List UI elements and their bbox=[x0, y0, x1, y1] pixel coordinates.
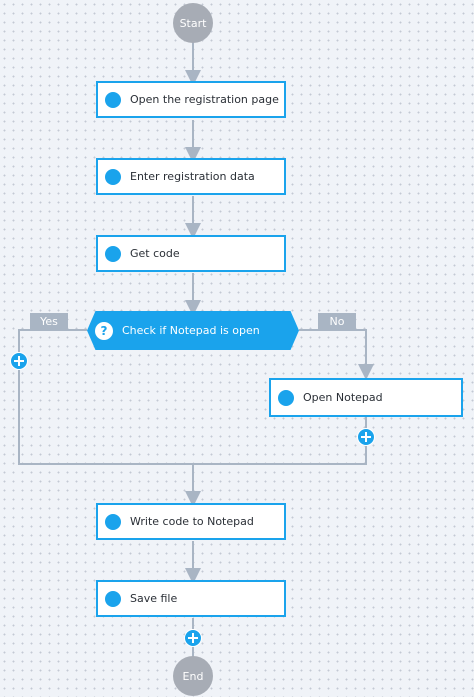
yes-branch-label: Yes bbox=[30, 313, 68, 330]
no-branch-label: No bbox=[318, 313, 356, 330]
step-save-file[interactable]: Save file bbox=[96, 580, 286, 617]
step-open-registration-page[interactable]: Open the registration page bbox=[96, 81, 286, 118]
add-step-no-branch-button[interactable] bbox=[357, 428, 375, 446]
step-label: Open the registration page bbox=[130, 93, 279, 106]
connector-yes-branch bbox=[18, 329, 193, 465]
step-write-code-to-notepad[interactable]: Write code to Notepad bbox=[96, 503, 286, 540]
step-status-icon bbox=[105, 168, 121, 185]
step-label: Enter registration data bbox=[130, 170, 255, 183]
start-node: Start bbox=[173, 3, 213, 43]
add-step-end-button[interactable] bbox=[184, 629, 202, 647]
connector-notepad-merge bbox=[193, 417, 367, 465]
step-status-icon bbox=[105, 590, 121, 607]
step-get-code[interactable]: Get code bbox=[96, 235, 286, 272]
question-icon: ? bbox=[95, 321, 113, 340]
step-label: Open Notepad bbox=[303, 391, 383, 404]
step-status-icon bbox=[105, 513, 121, 530]
decision-label: Check if Notepad is open bbox=[122, 324, 260, 337]
step-status-icon bbox=[105, 245, 121, 262]
add-step-yes-branch-button[interactable] bbox=[10, 352, 28, 370]
step-enter-registration-data[interactable]: Enter registration data bbox=[96, 158, 286, 195]
end-label: End bbox=[182, 669, 204, 683]
decision-check-notepad-open[interactable]: ? Check if Notepad is open bbox=[87, 311, 299, 350]
step-open-notepad[interactable]: Open Notepad bbox=[269, 378, 463, 417]
step-status-icon bbox=[278, 389, 294, 406]
step-label: Write code to Notepad bbox=[130, 515, 254, 528]
start-label: Start bbox=[179, 16, 207, 30]
step-status-icon bbox=[105, 91, 121, 108]
connector-no-branch bbox=[299, 329, 374, 380]
step-label: Save file bbox=[130, 592, 178, 605]
step-label: Get code bbox=[130, 247, 180, 260]
end-node: End bbox=[173, 656, 213, 696]
